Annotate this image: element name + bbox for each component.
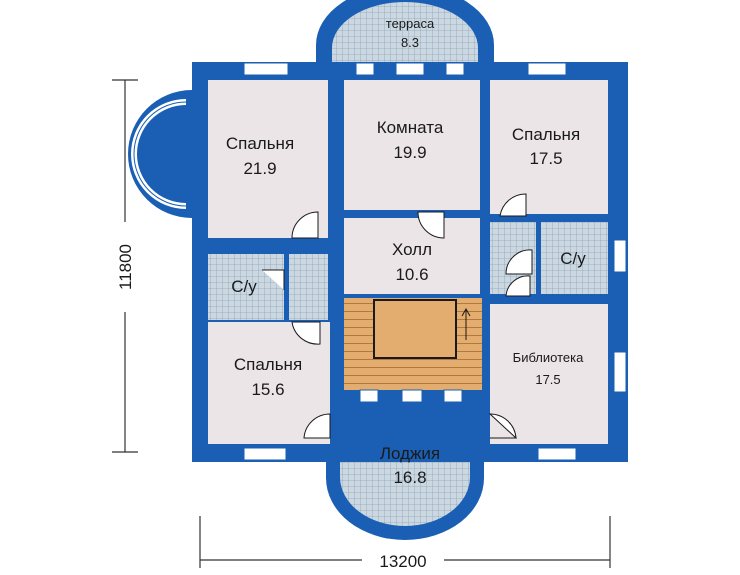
bath-left-name: С/у [231, 277, 257, 296]
library [490, 304, 608, 444]
windows [243, 62, 627, 461]
bedroom-2 [490, 80, 608, 214]
bedroom-3-area: 15.6 [251, 380, 284, 399]
hall [344, 218, 480, 294]
library-area: 17.5 [535, 372, 560, 387]
room-area: 19.9 [393, 143, 426, 162]
loggia-name: Лоджия [380, 444, 440, 463]
bath-right-name: С/у [560, 249, 586, 268]
loggia-area: 16.8 [393, 468, 426, 487]
hall-area: 10.6 [395, 265, 428, 284]
bath-left-area [208, 254, 328, 320]
bedroom-1-area: 21.9 [243, 159, 276, 178]
dimension-width-label-bg [362, 550, 444, 570]
bay-window [128, 90, 192, 218]
room-name: Комната [377, 118, 444, 137]
bedroom-2-area: 17.5 [529, 149, 562, 168]
bedroom-3-name: Спальня [234, 355, 302, 374]
dimension-width-label: 13200 [379, 552, 426, 571]
dimension-height-label: 11800 [116, 244, 135, 290]
terrace [316, 0, 494, 66]
staircase [344, 298, 482, 390]
bath-left-partition [284, 254, 289, 320]
bath-right-partition [536, 222, 541, 294]
doors [262, 193, 533, 439]
terrace-name: терраса [386, 16, 435, 31]
library-name: Библиотека [513, 350, 584, 365]
hall-name: Холл [392, 240, 432, 259]
bedroom-1 [208, 80, 328, 238]
bath-right-area [490, 222, 608, 294]
terrace-area: 8.3 [401, 35, 419, 50]
bedroom-1-name: Спальня [226, 134, 294, 153]
dimension-height-label-bg [113, 222, 137, 312]
room [344, 80, 480, 210]
bedroom-2-name: Спальня [512, 125, 580, 144]
